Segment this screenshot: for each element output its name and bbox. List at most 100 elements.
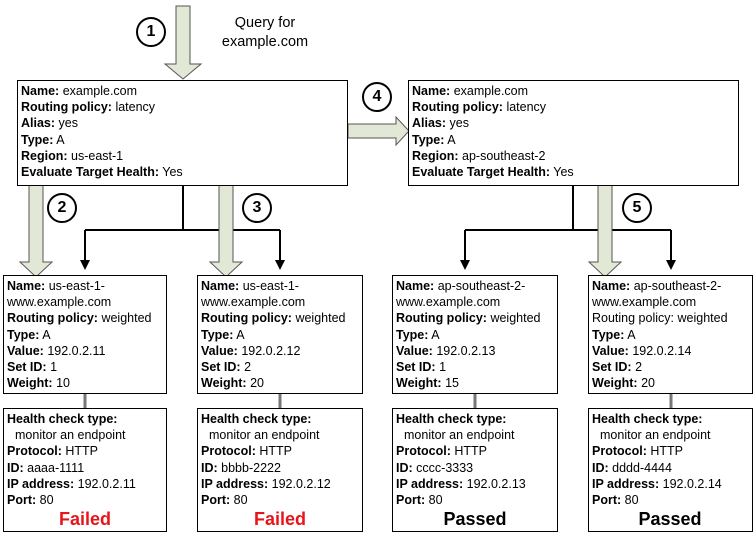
step-4-badge: 4 [362, 82, 392, 112]
region-value: ap-southeast-2 [462, 148, 546, 163]
record-name-part2: www.example.com [592, 295, 697, 310]
value-label: Value: [201, 343, 238, 358]
weighted-record-3: Name: ap-southeast-2- www.example.com Ro… [392, 275, 558, 394]
weight-label: Weight: [7, 376, 53, 391]
ip-address-value: 192.0.2.11 [77, 476, 136, 491]
weighted-record-1: Name: us-east-1- www.example.com Routing… [3, 275, 167, 394]
latency-record-ap-southeast-2: Name: example.com Routing policy: latenc… [408, 80, 739, 186]
routing-policy-value: latency [506, 100, 547, 115]
health-status-2: Failed [253, 509, 306, 529]
evaluate-target-health-label: Evaluate Target Health: [21, 165, 160, 180]
protocol-value: HTTP [259, 444, 292, 459]
health-check-type-value: monitor an endpoint [404, 428, 515, 443]
health-check-2: Health check type: monitor an endpoint P… [197, 408, 363, 532]
type-value: A [56, 132, 65, 147]
set-id-label: Set ID: [7, 360, 47, 375]
port-label: Port: [592, 493, 622, 508]
name-label: Name: [412, 84, 451, 98]
routing-policy-value: weighted [490, 311, 541, 326]
ip-address-label: IP address: [201, 476, 269, 491]
record-name-part1: ap-southeast-2- [437, 279, 526, 293]
id-value: bbbb-2222 [221, 460, 281, 475]
protocol-value: HTTP [454, 444, 487, 459]
region-label: Region: [412, 148, 459, 163]
weight-label: Weight: [201, 376, 247, 391]
health-check-3: Health check type: monitor an endpoint P… [392, 408, 558, 532]
id-label: ID: [592, 460, 609, 475]
routing-policy-value: weighted [677, 311, 728, 326]
record-name-part1: us-east-1- [242, 279, 299, 293]
health-status-3: Passed [443, 509, 507, 529]
routing-policy-label: Routing policy: [21, 100, 112, 115]
id-label: ID: [201, 460, 218, 475]
health-check-type-label: Health check type: [7, 412, 118, 426]
evaluate-target-health-label: Evaluate Target Health: [412, 165, 551, 180]
flow-arrow-step-3 [208, 184, 244, 278]
tree-connector-right [460, 186, 676, 270]
type-label: Type: [396, 327, 429, 342]
ip-address-value: 192.0.2.13 [466, 476, 526, 491]
weight-label: Weight: [396, 376, 442, 391]
health-check-type-value: monitor an endpoint [15, 428, 126, 443]
health-check-type-label: Health check type: [592, 412, 703, 426]
region-label: Region: [21, 148, 68, 163]
latency-record-us-east-1: Name: example.com Routing policy: latenc… [17, 80, 348, 186]
set-id-label: Set ID: [201, 360, 241, 375]
ip-value: 192.0.2.12 [241, 343, 301, 358]
value-label: Value: [7, 343, 44, 358]
query-flow-arrow [163, 5, 203, 80]
evaluate-target-health-value: Yes [162, 165, 183, 180]
step-1-badge: 1 [136, 17, 166, 47]
health-check-type-label: Health check type: [396, 412, 507, 426]
record-name-part1: us-east-1- [48, 279, 105, 293]
health-check-4: Health check type: monitor an endpoint P… [588, 408, 753, 532]
step-2-badge: 2 [47, 193, 77, 223]
ip-address-value: 192.0.2.12 [271, 476, 331, 491]
tree-connector-left [80, 186, 285, 270]
set-id-value: 2 [635, 360, 643, 375]
health-check-type-value: monitor an endpoint [209, 428, 320, 443]
set-id-value: 1 [439, 360, 447, 375]
name-label: Name: [396, 279, 435, 293]
record-name-part2: www.example.com [201, 295, 306, 310]
record-name-part2: www.example.com [396, 295, 501, 310]
step-5-badge: 5 [622, 193, 652, 223]
type-value: A [447, 132, 456, 147]
routing-policy-value: latency [115, 100, 156, 115]
set-id-label: Set ID: [396, 360, 436, 375]
record-name: example.com [453, 84, 529, 98]
health-check-type-label: Health check type: [201, 412, 312, 426]
type-value: A [42, 327, 51, 342]
health-check-type-value: monitor an endpoint [600, 428, 711, 443]
ip-value: 192.0.2.14 [632, 343, 692, 358]
name-label: Name: [592, 279, 631, 293]
weight-value: 15 [445, 376, 459, 391]
routing-policy-label-plain: Routing policy: [592, 311, 674, 326]
record-name-part1: ap-southeast-2- [633, 279, 722, 293]
value-label: Value: [592, 343, 629, 358]
routing-policy-label: Routing policy: [201, 311, 292, 326]
port-value: 80 [428, 493, 443, 508]
port-label: Port: [201, 493, 231, 508]
protocol-label: Protocol: [7, 444, 62, 459]
alias-label: Alias: [21, 116, 56, 131]
health-check-1: Health check type: monitor an endpoint P… [3, 408, 167, 532]
ip-value: 192.0.2.11 [47, 343, 106, 358]
port-value: 80 [624, 493, 639, 508]
weighted-record-2: Name: us-east-1- www.example.com Routing… [197, 275, 363, 394]
ip-address-label: IP address: [396, 476, 464, 491]
id-label: ID: [7, 460, 24, 475]
type-value: A [627, 327, 636, 342]
protocol-value: HTTP [650, 444, 683, 459]
routing-policy-value: weighted [295, 311, 346, 326]
weight-label: Weight: [592, 376, 638, 391]
type-label: Type: [592, 327, 625, 342]
health-check-links [83, 394, 673, 408]
record-name: example.com [62, 84, 138, 98]
ip-address-label: IP address: [592, 476, 660, 491]
type-value: A [431, 327, 440, 342]
port-value: 80 [39, 493, 54, 508]
set-id-label: Set ID: [592, 360, 632, 375]
